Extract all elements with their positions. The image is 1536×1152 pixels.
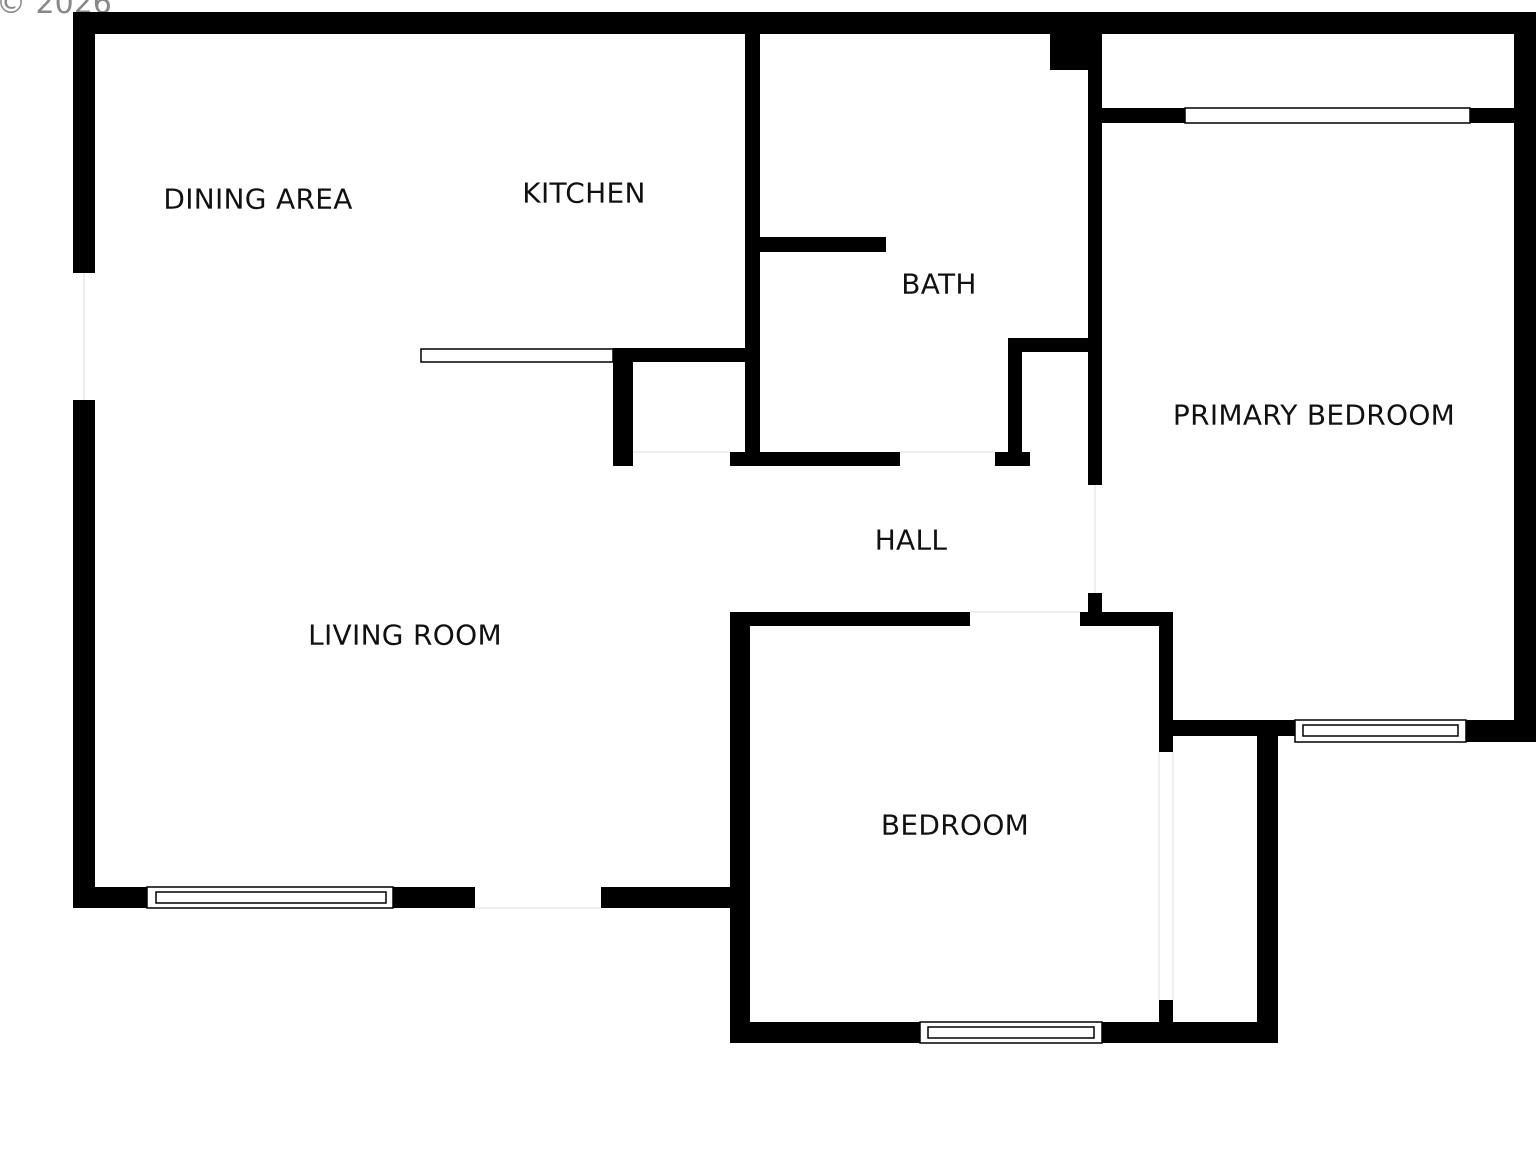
kitchen-counter [420,348,614,363]
room-label-primary-bedroom: PRIMARY BEDROOM [1172,398,1456,432]
wall-left-lower [73,400,95,908]
wall-bath-primary [1088,34,1102,485]
room-label-hall: HALL [874,523,948,557]
wall-top [73,12,1536,34]
windows [146,107,1471,1044]
bath-partition [760,237,886,252]
room-label-living-room: LIVING ROOM [308,618,502,652]
closet-top [1008,338,1094,352]
wall-left-upper [73,12,95,273]
room-label-kitchen: KITCHEN [522,176,646,210]
room-label-bath: BATH [901,267,977,301]
window-primary-top [1184,107,1471,124]
walls [73,12,1536,1043]
closet-right-wall [1257,722,1278,1043]
wall-block [1050,34,1090,70]
wall-kitchen-bath [745,34,760,466]
room-label-dining-area: DINING AREA [163,182,353,216]
wall-right [1514,12,1536,742]
room-label-bedroom: BEDROOM [880,808,1030,842]
bedroom-left-wall [730,612,750,1043]
kitchen-closet-top [613,348,745,362]
